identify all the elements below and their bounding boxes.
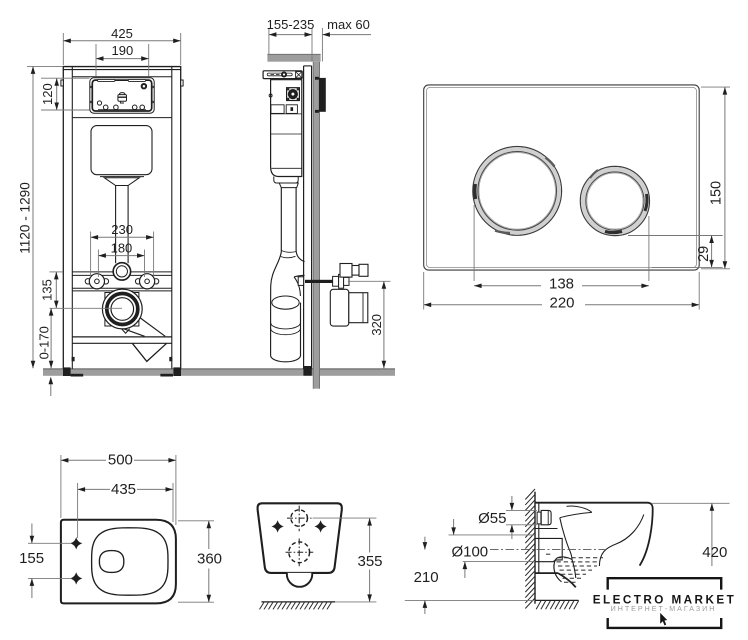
svg-text:435: 435 bbox=[111, 481, 136, 498]
svg-text:425: 425 bbox=[111, 26, 133, 41]
svg-text:135: 135 bbox=[39, 279, 54, 301]
svg-text:1120 - 1290: 1120 - 1290 bbox=[18, 182, 33, 254]
svg-text:360: 360 bbox=[197, 550, 222, 567]
svg-text:155: 155 bbox=[19, 550, 44, 567]
svg-text:138: 138 bbox=[549, 275, 574, 292]
svg-text:ИНТЕРНЕТ-МАГАЗИН: ИНТЕРНЕТ-МАГАЗИН bbox=[611, 605, 717, 613]
svg-text:0-170: 0-170 bbox=[37, 326, 52, 359]
svg-text:190: 190 bbox=[111, 43, 133, 58]
svg-text:max 60: max 60 bbox=[327, 17, 370, 32]
svg-text:500: 500 bbox=[108, 452, 133, 469]
svg-text:155-235: 155-235 bbox=[267, 17, 315, 32]
svg-text:Ø100: Ø100 bbox=[451, 544, 488, 561]
svg-text:180: 180 bbox=[111, 240, 133, 255]
svg-text:29: 29 bbox=[696, 246, 712, 262]
svg-text:420: 420 bbox=[702, 544, 727, 561]
svg-text:220: 220 bbox=[549, 295, 574, 312]
svg-text:210: 210 bbox=[414, 569, 439, 586]
svg-text:320: 320 bbox=[369, 314, 384, 336]
svg-text:ELECTRO MARKET: ELECTRO MARKET bbox=[593, 593, 736, 606]
svg-text:355: 355 bbox=[357, 553, 382, 570]
svg-text:230: 230 bbox=[111, 222, 133, 237]
svg-text:Ø55: Ø55 bbox=[478, 510, 506, 527]
svg-text:150: 150 bbox=[709, 181, 725, 205]
svg-text:120: 120 bbox=[40, 83, 55, 105]
